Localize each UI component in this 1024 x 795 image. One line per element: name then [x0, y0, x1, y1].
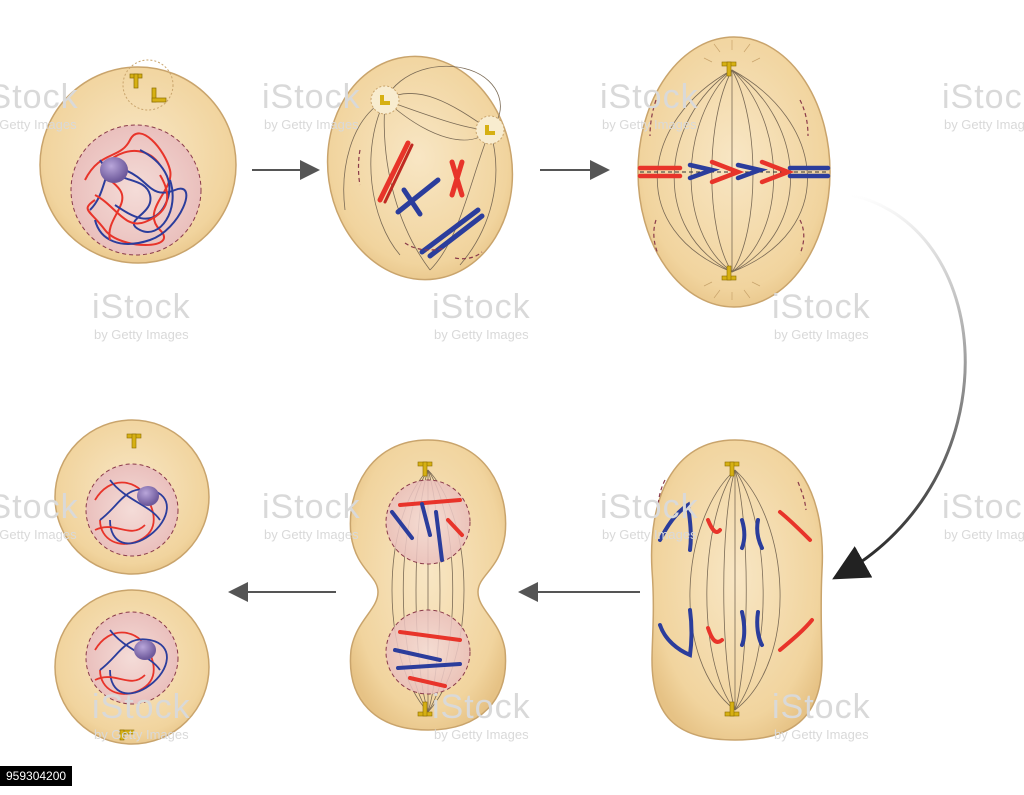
centrosome-icon — [119, 729, 135, 741]
aligned-chromosomes — [637, 159, 831, 185]
separating-chromatids-top — [658, 501, 812, 552]
aster-top — [703, 40, 761, 63]
stage-interphase — [39, 59, 237, 264]
stage-prophase — [326, 55, 514, 281]
cell-membrane — [326, 55, 514, 281]
nuclear-envelope-fragments — [649, 99, 809, 255]
nucleolus — [134, 640, 156, 660]
centrosome-icon — [721, 265, 737, 281]
nucleus — [85, 611, 179, 705]
arrows — [228, 160, 967, 602]
nucleus — [85, 463, 179, 557]
chromatin — [94, 479, 168, 545]
centrosome-icon — [370, 85, 400, 115]
spindle-fibers — [689, 469, 781, 711]
nucleolus — [137, 486, 159, 506]
nuclear-envelope-fragments — [357, 149, 483, 260]
nuclear-envelope-fragments — [657, 479, 807, 511]
stage-daughter-cells — [54, 419, 210, 745]
cell-membrane — [650, 439, 824, 741]
centrosome-icon — [724, 461, 740, 477]
arrow-metaphase-to-anaphase — [832, 193, 967, 580]
centrosome-icon — [475, 115, 505, 145]
stage-anaphase — [650, 439, 824, 741]
aster-bottom — [703, 281, 761, 300]
chromosomes-bottom — [393, 630, 462, 688]
centrosome-icon — [417, 701, 433, 717]
stock-id-label: 959304200 — [0, 766, 73, 786]
centrosome-icon — [126, 433, 142, 449]
centrosome-icon — [417, 461, 433, 477]
centrosome-icon — [721, 61, 737, 77]
nucleolus — [100, 157, 128, 183]
centrosome-icon — [122, 59, 174, 111]
separating-chromatids-bottom — [658, 608, 814, 658]
chromosomes-top — [390, 498, 464, 562]
stage-metaphase — [637, 36, 831, 308]
nucleus — [70, 124, 202, 256]
stage-telophase — [349, 439, 507, 731]
centrosome-icon — [724, 701, 740, 717]
